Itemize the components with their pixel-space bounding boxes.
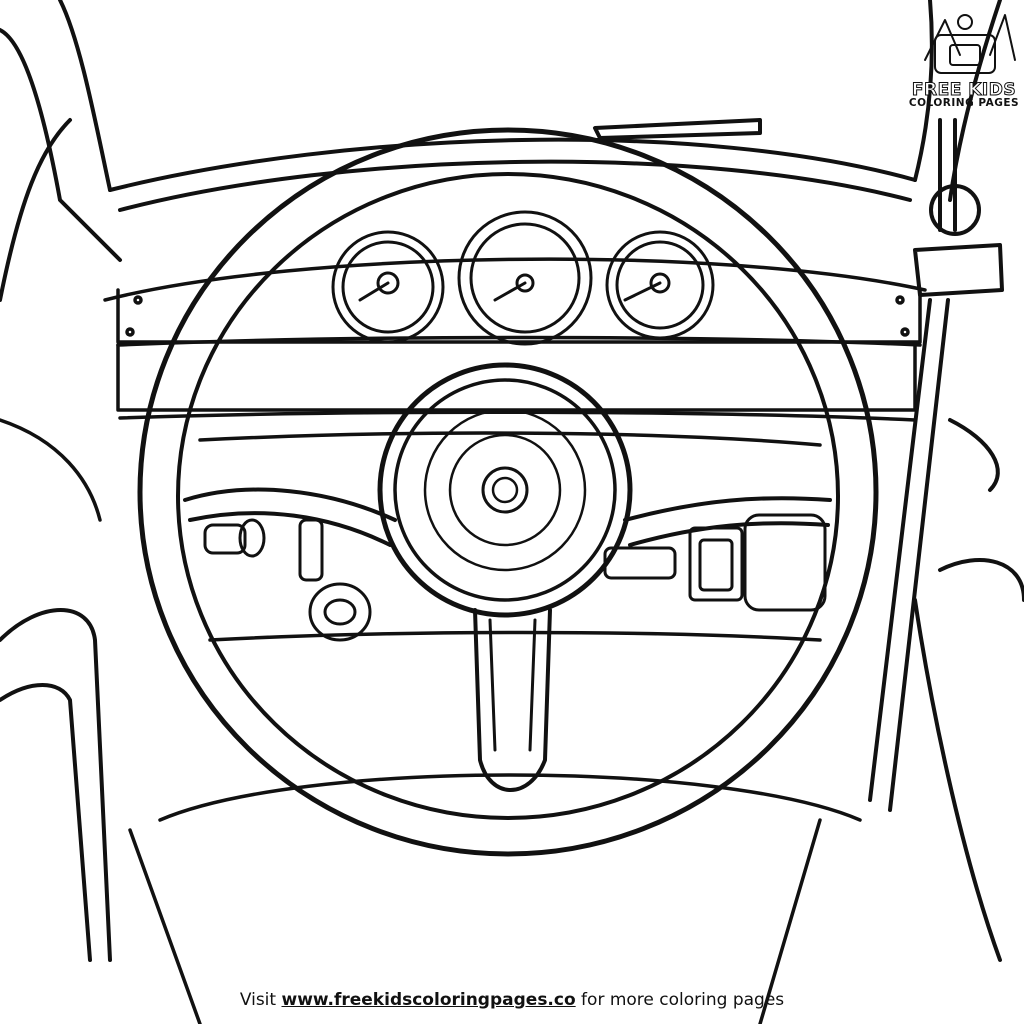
gauge-right-icon — [605, 230, 715, 340]
logo-title: FREE KIDS — [911, 80, 1017, 101]
footer-url-link[interactable]: www.freekidscoloringpages.co — [281, 990, 576, 1010]
windshield-frame — [0, 0, 1002, 302]
gauge-center-icon — [457, 210, 593, 346]
logo-subtitle: COLORING PAGES — [908, 97, 1020, 109]
footer-prefix: Visit — [239, 990, 282, 1010]
dash-controls — [203, 513, 827, 642]
floor-panels — [0, 418, 862, 1024]
logo-badge-icon — [924, 14, 1016, 74]
dashboard — [103, 257, 927, 642]
steering-wheel-icon — [137, 127, 879, 857]
column-stalk — [868, 118, 1004, 812]
footer-caption: Visit www.freekidscoloringpages.co for m… — [0, 990, 1024, 1010]
gauge-left-icon — [331, 230, 445, 344]
footer-suffix: for more coloring pages — [575, 990, 785, 1010]
seats — [0, 558, 1024, 962]
